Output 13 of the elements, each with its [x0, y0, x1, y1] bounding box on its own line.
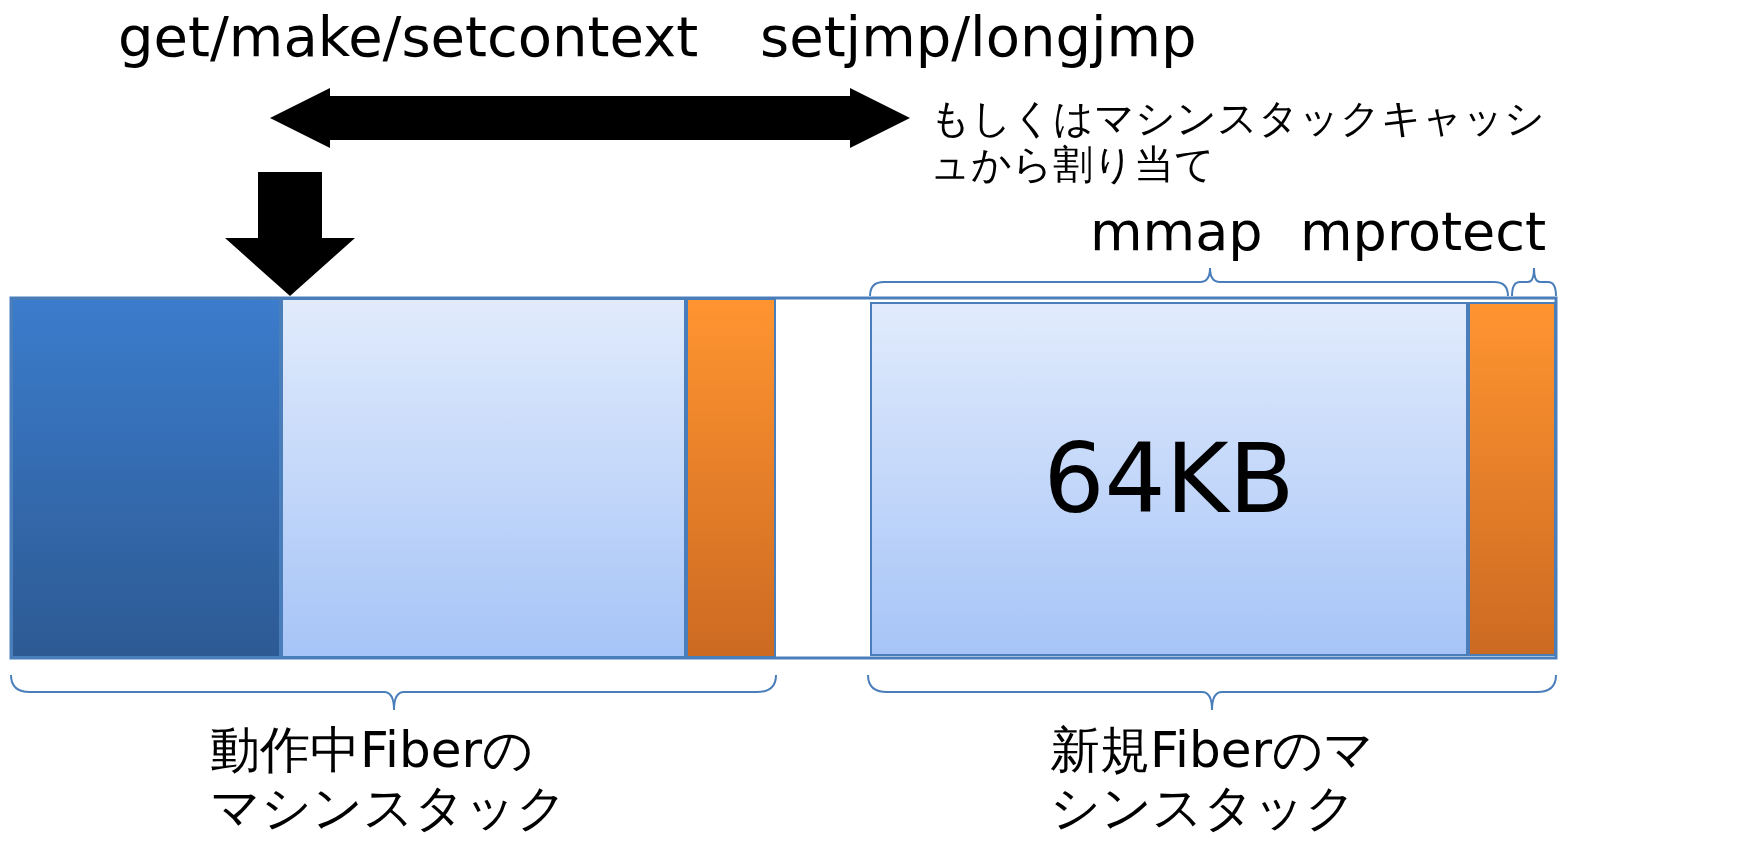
- function-label: mprotect: [1300, 200, 1547, 263]
- guard-page-block: [686, 298, 776, 658]
- memory-block: [281, 298, 686, 658]
- stack-caption: 動作中Fiberのマシンスタック: [210, 722, 568, 837]
- size-label: 64KB: [1043, 423, 1295, 535]
- guard-page-block: [1468, 302, 1556, 656]
- stack-caption: 新規Fiberのマシンスタック: [1050, 722, 1376, 837]
- function-label: setjmp/longjmp: [760, 4, 1197, 69]
- memory-block: [11, 298, 281, 658]
- note-text: もしくはマシンスタックキャッシュから割り当て: [930, 95, 1546, 187]
- function-label: get/make/setcontext: [118, 4, 699, 69]
- memory-block: [870, 302, 1468, 656]
- function-label: mmap: [1090, 200, 1263, 263]
